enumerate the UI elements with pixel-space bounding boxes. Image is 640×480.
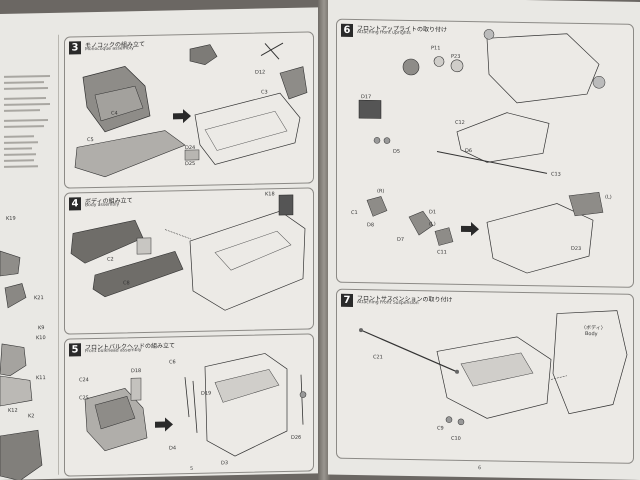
- monocoque-diagram: [74, 42, 308, 178]
- part-label: D8: [367, 222, 375, 229]
- part-label: D5: [393, 148, 401, 155]
- part-label: C6: [169, 359, 176, 366]
- part-label: D18: [131, 368, 142, 375]
- side-parts-drawing: [0, 250, 43, 480]
- part-label: K2: [28, 413, 35, 420]
- step-3-monocoque-panel: 3 モノコックの組み立て Monocoque assembly D12 C3 C…: [64, 31, 314, 189]
- part-label: C9: [437, 425, 444, 432]
- part-label: C8: [123, 280, 130, 287]
- part-label: K11: [36, 375, 46, 382]
- part-label: C24: [79, 377, 89, 384]
- side-callout: (L): [429, 221, 436, 228]
- part-label: C1: [351, 209, 358, 217]
- part-label: K18: [265, 191, 275, 198]
- part-label: D25: [185, 160, 196, 168]
- part-label: K21: [34, 295, 44, 302]
- part-label: K12: [8, 407, 18, 414]
- part-label: C2: [107, 256, 114, 263]
- part-label: K19: [6, 215, 16, 222]
- part-label: D24: [185, 144, 196, 152]
- part-label: P23: [451, 53, 461, 60]
- part-label: C10: [451, 435, 461, 442]
- part-label: C5: [87, 137, 94, 144]
- step-4-body-panel: 4 ボディの組み立て Body assembly C2 C8 K18: [64, 187, 314, 335]
- part-label: P11: [431, 45, 441, 52]
- part-label: K10: [36, 335, 46, 342]
- part-label: C3: [261, 89, 268, 96]
- part-label: C11: [437, 249, 447, 256]
- page-number: 5: [190, 465, 194, 473]
- step-5-front-bulkhead-panel: 5 フロントバルクヘッドの組み立て Front bulkhead assembl…: [64, 333, 314, 477]
- part-label: C21: [373, 354, 383, 361]
- part-label: D1: [429, 209, 437, 216]
- part-label: D12: [255, 69, 266, 76]
- side-callout: (R): [377, 188, 385, 195]
- part-label: D17: [361, 94, 372, 101]
- part-label: C13: [551, 171, 561, 178]
- part-label: D19: [201, 390, 212, 397]
- right-instruction-page: 6 フロントアップライトの取り付け Attaching front uprigh…: [328, 0, 640, 480]
- step-6-front-uprights-panel: 6 フロントアップライトの取り付け Attaching front uprigh…: [336, 18, 634, 288]
- part-label: D26: [291, 434, 302, 441]
- page-number: 6: [478, 465, 482, 472]
- part-label: D7: [397, 236, 405, 243]
- body-diagram: [70, 194, 306, 311]
- part-label: K9: [38, 325, 45, 332]
- front-uprights-diagram: [358, 29, 606, 274]
- left-instruction-page: K19 K21 K9 K10 K11 K12 K2 3 モノコックの組み立て M…: [0, 7, 318, 480]
- left-text-column: K19 K21 K9 K10 K11 K12 K2: [0, 34, 59, 480]
- book-spine: [318, 0, 330, 480]
- body-callout-en: Body: [585, 331, 598, 338]
- part-label: D23: [571, 245, 582, 252]
- step-7-front-suspension-panel: 7 フロントサスペンションの取り付け Attaching Front Suspe…: [336, 288, 634, 464]
- part-label: D6: [465, 147, 473, 155]
- part-label: C25: [79, 395, 89, 402]
- part-label: C4: [111, 110, 118, 117]
- side-callout: (L): [605, 194, 612, 201]
- part-label: D3: [221, 460, 229, 467]
- front-suspension-diagram: [359, 310, 628, 426]
- front-bulkhead-diagram: [84, 353, 307, 457]
- part-label: D4: [169, 445, 177, 452]
- part-label: C12: [455, 119, 465, 126]
